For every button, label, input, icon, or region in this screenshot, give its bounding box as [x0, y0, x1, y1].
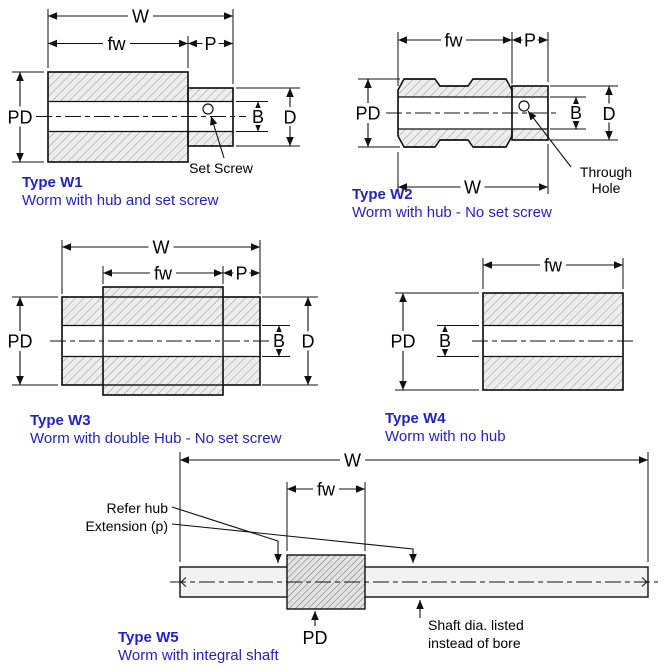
w1-set-screw-hole: [202, 103, 214, 115]
w5-refer-label-2: Extension (p): [86, 518, 168, 534]
w4-label-B: B: [439, 331, 451, 351]
w5-refer-label-1: Refer hub: [107, 500, 169, 516]
w2-through-hole-label-2: Hole: [592, 180, 621, 196]
w5-dim-fw: fw: [286, 479, 366, 551]
w5-shaft-dia-label-1: Shaft dia. listed: [428, 617, 524, 633]
w1-label-PD: PD: [7, 108, 32, 128]
w5-description: Worm with integral shaft: [118, 647, 279, 664]
w5-shaft-dia-label-2: instead of bore: [428, 635, 521, 651]
w2-through-hole-label-1: Through: [580, 164, 632, 180]
w2-dim-fw: fw: [397, 30, 513, 86]
w5-dim-PD: PD: [302, 611, 328, 648]
w5-label-W: W: [344, 451, 361, 471]
w3-title: Type W3: [30, 412, 91, 429]
w1-set-screw-label: Set Screw: [189, 160, 254, 176]
w3-label-W: W: [153, 238, 170, 258]
w1-dim-W: W: [47, 6, 234, 84]
w4-dim-fw: fw: [482, 255, 624, 289]
w2-dim-W: W: [397, 144, 549, 198]
w4-dim-PD: PD: [387, 292, 479, 391]
w1-label-B: B: [252, 107, 264, 127]
w2-dim-PD: PD: [351, 78, 400, 148]
w5-hub-extension-annotation: Refer hub Extension (p): [86, 500, 417, 563]
w2-dim-D: D: [550, 85, 618, 141]
w4-drawing: [472, 292, 634, 391]
w5-shaft-dia-annotation: Shaft dia. listed instead of bore: [416, 600, 524, 651]
w2-through-hole-annotation: Through Hole: [527, 110, 632, 196]
w3-label-fw: fw: [154, 264, 173, 284]
w2-description: Worm with hub - No set screw: [352, 204, 552, 221]
w1-dim-P: P: [188, 34, 233, 54]
w4-label-fw: fw: [544, 256, 563, 276]
w3-dim-B: B: [262, 325, 290, 357]
w1-dim-fw: fw: [48, 34, 189, 68]
w4-description: Worm with no hub: [385, 428, 506, 445]
w1-dim-B: B: [236, 101, 268, 132]
w4-title: Type W4: [385, 410, 446, 427]
w1-label-P: P: [204, 34, 216, 54]
w2-drawing: [386, 78, 560, 148]
w1-label-fw: fw: [108, 34, 127, 54]
w2-label-P: P: [524, 31, 536, 51]
w3-dim-PD: PD: [4, 296, 58, 386]
w1-dim-D: D: [236, 87, 300, 147]
w1-set-screw-annotation: Set Screw: [189, 115, 254, 176]
w5-drawing: [170, 554, 658, 610]
w3-description: Worm with double Hub - No set screw: [30, 430, 282, 447]
w1-description: Worm with hub and set screw: [22, 192, 219, 209]
w3-dim-D: D: [262, 296, 318, 386]
w3-label-B: B: [273, 331, 285, 351]
w1-dim-PD: PD: [5, 71, 44, 163]
w2-label-fw: fw: [445, 31, 464, 51]
w2-title: Type W2: [352, 186, 413, 203]
w3-dim-P: P: [223, 264, 260, 284]
w2-label-B: B: [570, 103, 582, 123]
w1-drawing: [36, 71, 246, 163]
w1-label-W: W: [132, 7, 149, 27]
w3-dim-W: W: [61, 237, 261, 294]
w4-dim-B: B: [437, 325, 479, 357]
w2-through-hole: [518, 100, 530, 112]
w5-label-fw: fw: [317, 480, 336, 500]
w2-dim-B: B: [550, 96, 586, 130]
w1-title: Type W1: [22, 174, 83, 191]
w5-dim-W: W: [179, 450, 649, 562]
w5-label-PD: PD: [302, 628, 327, 648]
w3-label-PD: PD: [7, 332, 32, 352]
w3-label-P: P: [235, 264, 247, 284]
w4-label-PD: PD: [390, 332, 415, 352]
w3-drawing: [50, 286, 272, 396]
w3-label-D: D: [302, 332, 315, 352]
w5-shaft-end-mark-left: [180, 577, 187, 587]
w2-label-PD: PD: [355, 104, 380, 124]
w2-label-W: W: [464, 178, 481, 198]
w5-shaft-end-mark-right: [641, 577, 648, 587]
w2-label-D: D: [603, 104, 616, 124]
w3-dim-fw: fw: [102, 263, 224, 284]
w1-label-D: D: [284, 108, 297, 128]
w5-title: Type W5: [118, 629, 179, 646]
w2-dim-P: P: [512, 31, 549, 82]
